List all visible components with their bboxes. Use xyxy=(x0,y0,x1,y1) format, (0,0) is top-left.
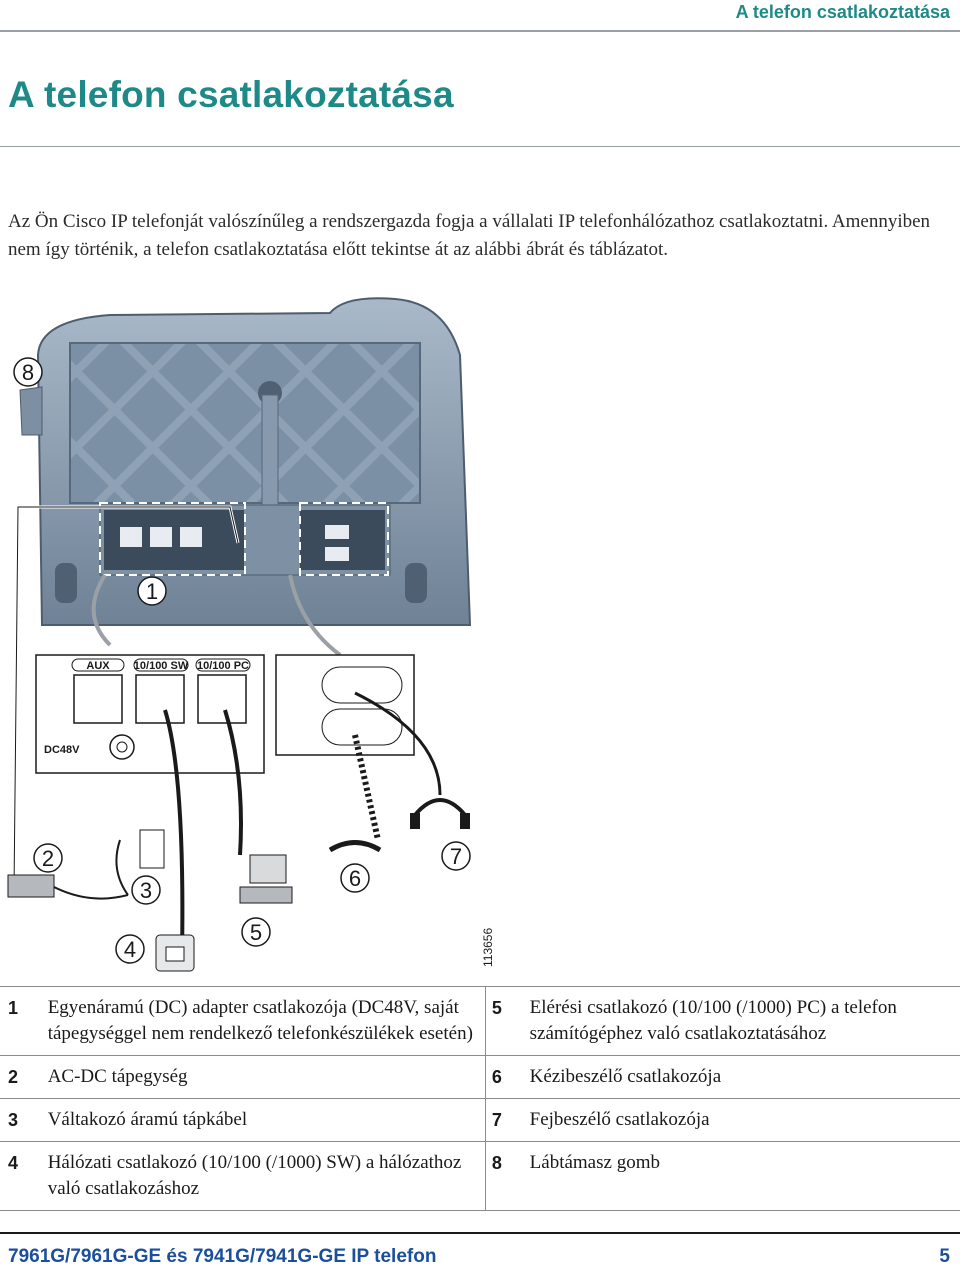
legend-text: Lábtámasz gomb xyxy=(529,1152,660,1173)
legend-text: AC-DC tápegység xyxy=(47,1055,486,1099)
legend-text: Hálózati csatlakozó (10/100 (/1000) SW) … xyxy=(47,1141,486,1211)
svg-text:7: 7 xyxy=(450,844,462,869)
page-title: A telefon csatlakoztatása xyxy=(8,74,454,115)
legend-number: 2 xyxy=(8,1067,19,1087)
svg-text:4: 4 xyxy=(124,937,136,962)
power-adapter xyxy=(7,829,165,900)
callout-1: 1 xyxy=(137,576,167,606)
callout-5: 5 xyxy=(241,917,271,947)
phone-back xyxy=(19,297,472,626)
callout-6: 6 xyxy=(340,863,370,893)
svg-text:8: 8 xyxy=(22,360,34,385)
legend-number: 3 xyxy=(8,1110,19,1130)
legend-number: 7 xyxy=(491,1110,502,1130)
legend-text: Elérési csatlakozó (10/100 (/1000) PC) a… xyxy=(529,997,897,1044)
phone-diagram: 8 1 AUX 10/100 SW 10/100 PC DC48V xyxy=(7,297,495,972)
network-jack-icon xyxy=(155,934,195,972)
legend-text: Egyenáramú (DC) adapter csatlakozója (DC… xyxy=(47,986,486,1056)
callout-4: 4 xyxy=(115,934,145,964)
table-row: 1 Egyenáramú (DC) adapter csatlakozója (… xyxy=(0,986,960,1056)
figure-id: 113656 xyxy=(481,928,495,967)
intro-paragraph: Az Ön Cisco IP telefonját valószínűleg a… xyxy=(8,211,931,260)
svg-text:10/100 PC: 10/100 PC xyxy=(197,660,249,672)
svg-text:AUX: AUX xyxy=(86,660,110,672)
legend-number: 6 xyxy=(491,1067,502,1087)
svg-text:5: 5 xyxy=(250,920,262,945)
legend-text: Fejbeszélő csatlakozója xyxy=(529,1109,710,1130)
table-row: 4 Hálózati csatlakozó (10/100 (/1000) SW… xyxy=(0,1141,960,1211)
svg-text:6: 6 xyxy=(349,866,361,891)
phone-connection-figure: 8 1 AUX 10/100 SW 10/100 PC DC48V xyxy=(0,295,510,985)
callout-2: 2 xyxy=(33,843,63,873)
legend-number: 5 xyxy=(491,998,502,1018)
table-row: 2 AC-DC tápegység 6 Kézibeszélő csatlako… xyxy=(0,1055,960,1099)
title-rule xyxy=(0,146,960,147)
computer-icon xyxy=(239,854,293,904)
header-rule xyxy=(0,30,960,32)
callout-3: 3 xyxy=(131,875,161,905)
callout-8: 8 xyxy=(13,357,43,387)
svg-text:DC48V: DC48V xyxy=(44,744,80,756)
port-panel-detail: AUX 10/100 SW 10/100 PC DC48V xyxy=(35,654,265,774)
footer-title: 7961G/7961G-GE és 7941G/7941G-GE IP tele… xyxy=(8,1246,437,1267)
table-row: 3 Váltakozó áramú tápkábel 7 Fejbeszélő … xyxy=(0,1098,960,1142)
svg-text:1: 1 xyxy=(146,579,158,604)
footer-rule xyxy=(0,1232,960,1234)
page-number: 5 xyxy=(939,1246,950,1267)
legend-table: 1 Egyenáramú (DC) adapter csatlakozója (… xyxy=(0,986,960,1211)
svg-text:2: 2 xyxy=(42,846,54,871)
svg-text:10/100 SW: 10/100 SW xyxy=(134,660,189,672)
svg-text:3: 3 xyxy=(140,878,152,903)
running-head: A telefon csatlakoztatása xyxy=(735,2,950,22)
legend-text: Kézibeszélő csatlakozója xyxy=(529,1066,722,1087)
legend-number: 8 xyxy=(491,1153,502,1173)
callout-7: 7 xyxy=(441,841,471,871)
legend-text: Váltakozó áramú tápkábel xyxy=(47,1098,486,1142)
legend-number: 4 xyxy=(8,1153,19,1173)
handset-headset-panel xyxy=(275,654,415,756)
legend-number: 1 xyxy=(8,998,19,1018)
